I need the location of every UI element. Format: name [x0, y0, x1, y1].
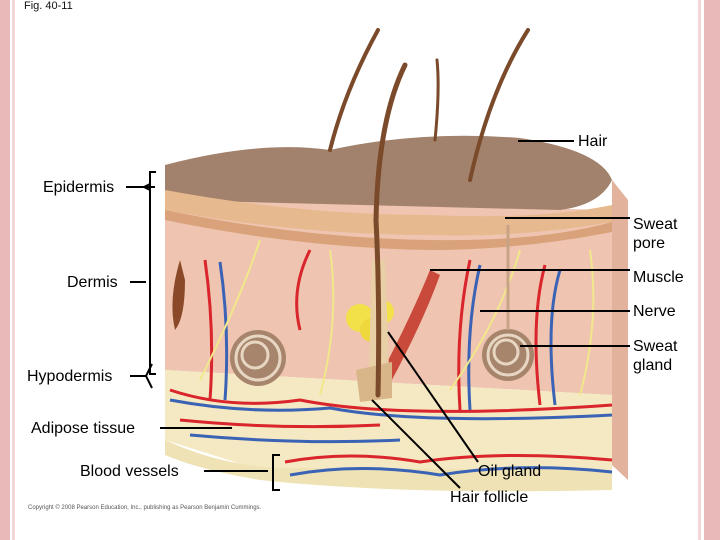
label-sweat-gland-line1: Sweat — [633, 337, 677, 356]
label-sweat-pore-line2: pore — [633, 234, 677, 253]
label-adipose-tissue: Adipose tissue — [31, 419, 135, 438]
sweat-gland-left — [230, 330, 286, 386]
copyright-notice: Copyright © 2008 Pearson Education, Inc.… — [28, 505, 261, 511]
label-muscle: Muscle — [633, 268, 684, 287]
label-hypodermis: Hypodermis — [27, 367, 112, 386]
label-hair: Hair — [578, 132, 607, 151]
label-sweat-pore: Sweat pore — [633, 215, 677, 253]
label-sweat-gland: Sweat gland — [633, 337, 677, 375]
label-dermis: Dermis — [67, 273, 118, 292]
label-oil-gland: Oil gland — [478, 462, 541, 481]
label-hair-follicle: Hair follicle — [450, 488, 528, 507]
label-nerve: Nerve — [633, 302, 676, 321]
label-epidermis: Epidermis — [43, 178, 114, 197]
label-blood-vessels: Blood vessels — [80, 462, 179, 481]
label-sweat-gland-line2: gland — [633, 356, 677, 375]
label-sweat-pore-line1: Sweat — [633, 215, 677, 234]
